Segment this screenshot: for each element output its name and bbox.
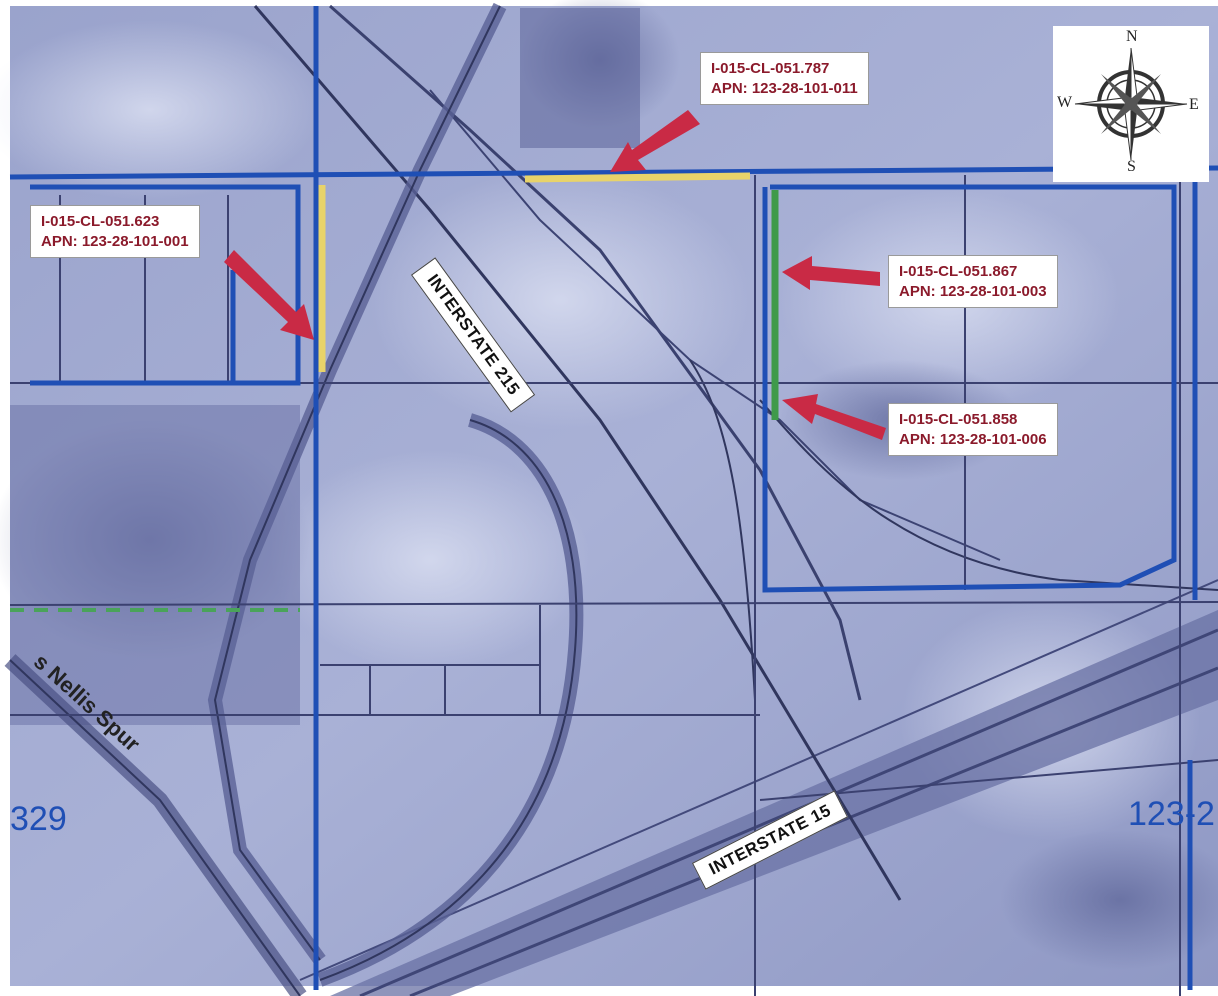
- interstate-15-road: [330, 610, 1218, 996]
- parcel-number-left: 329: [10, 800, 67, 838]
- parcel-boundaries: [9, 6, 1218, 990]
- parcel-number-right: 123-2: [1128, 795, 1215, 833]
- callout-apn: APN: 123-28-101-001: [41, 233, 189, 250]
- compass-south: S: [1127, 158, 1136, 175]
- callout-051867: I-015-CL-051.867 APN: 123-28-101-003: [888, 255, 1058, 308]
- callout-id: I-015-CL-051.867: [899, 263, 1018, 280]
- callout-id: I-015-CL-051.787: [711, 60, 830, 77]
- compass-icon: [1074, 47, 1188, 161]
- callout-051787: I-015-CL-051.787 APN: 123-28-101-011: [700, 52, 869, 105]
- callout-051858: I-015-CL-051.858 APN: 123-28-101-006: [888, 403, 1058, 456]
- callout-051623: I-015-CL-051.623 APN: 123-28-101-001: [30, 205, 200, 258]
- callout-apn: APN: 123-28-101-006: [899, 431, 1047, 448]
- highlight-segment-051787: [524, 172, 751, 183]
- compass-rose: N S E W: [1053, 26, 1209, 182]
- compass-east: E: [1189, 96, 1199, 113]
- callout-id: I-015-CL-051.858: [899, 411, 1018, 428]
- callout-arrows: [224, 110, 886, 440]
- callout-apn: APN: 123-28-101-003: [899, 283, 1047, 300]
- callout-apn: APN: 123-28-101-011: [711, 80, 858, 97]
- callout-id: I-015-CL-051.623: [41, 213, 160, 230]
- compass-north: N: [1126, 28, 1138, 45]
- compass-west: W: [1057, 94, 1073, 111]
